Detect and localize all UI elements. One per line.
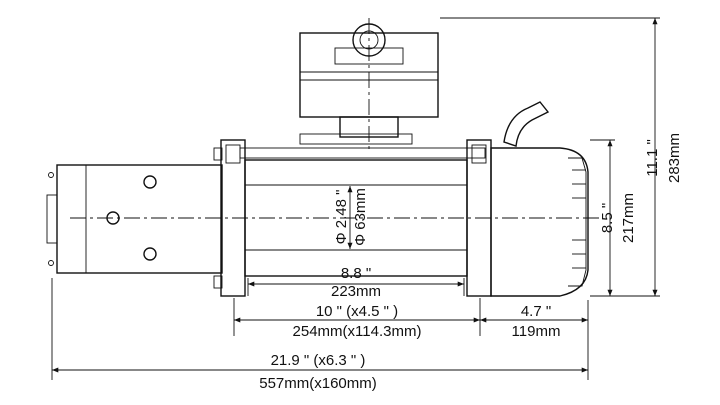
drum-diameter-in-label: Φ 2.48 " [333, 190, 350, 245]
gearbox-length-dimension: 4.7 " 119mm [480, 303, 588, 340]
gearbox-housing [490, 147, 589, 297]
body-height-in-label: 8.5 " [599, 203, 616, 233]
motor-bolt-icon [143, 175, 157, 189]
overall-height-in-label: 11.1 " [644, 139, 661, 177]
overall-length-dimension: 21.9 " (x6.3 " ) 557mm(x160mm) [52, 352, 588, 392]
body-height-dimension: 8.5 " 217mm [599, 140, 637, 296]
drum-length-mm-label: 223mm [331, 283, 381, 300]
drum-diameter-mm-label: Φ 63mm [352, 188, 369, 246]
drum-diameter-dimension: Φ 2.48 " Φ 63mm [333, 186, 369, 249]
overall-height-dimension: 11.1 " 283mm [644, 18, 683, 296]
gearbox-length-mm-label: 119mm [512, 323, 561, 340]
winch-body [46, 18, 600, 297]
mount-spacing-mm-label: 254mm(x114.3mm) [293, 323, 422, 340]
drum-length-dimension: 8.8 " 223mm [248, 265, 464, 300]
drum-length-in-label: 8.8 " [341, 265, 371, 282]
overall-height-mm-label: 283mm [666, 133, 683, 183]
overall-length-in-label: 21.9 " (x6.3 " ) [271, 352, 366, 369]
tie-bar [239, 147, 486, 159]
mount-spacing-in-label: 10 " (x4.5 " ) [316, 303, 398, 320]
motor-bolt-icon [143, 247, 157, 261]
body-height-mm-label: 217mm [620, 193, 637, 243]
cable-gland [503, 101, 550, 147]
motor-housing [46, 164, 223, 274]
mount-spacing-dimension: 10 " (x4.5 " ) 254mm(x114.3mm) [234, 303, 480, 340]
overall-length-mm-label: 557mm(x160mm) [259, 375, 377, 392]
gearbox-length-in-label: 4.7 " [521, 303, 551, 320]
extension-lines [51, 17, 660, 380]
